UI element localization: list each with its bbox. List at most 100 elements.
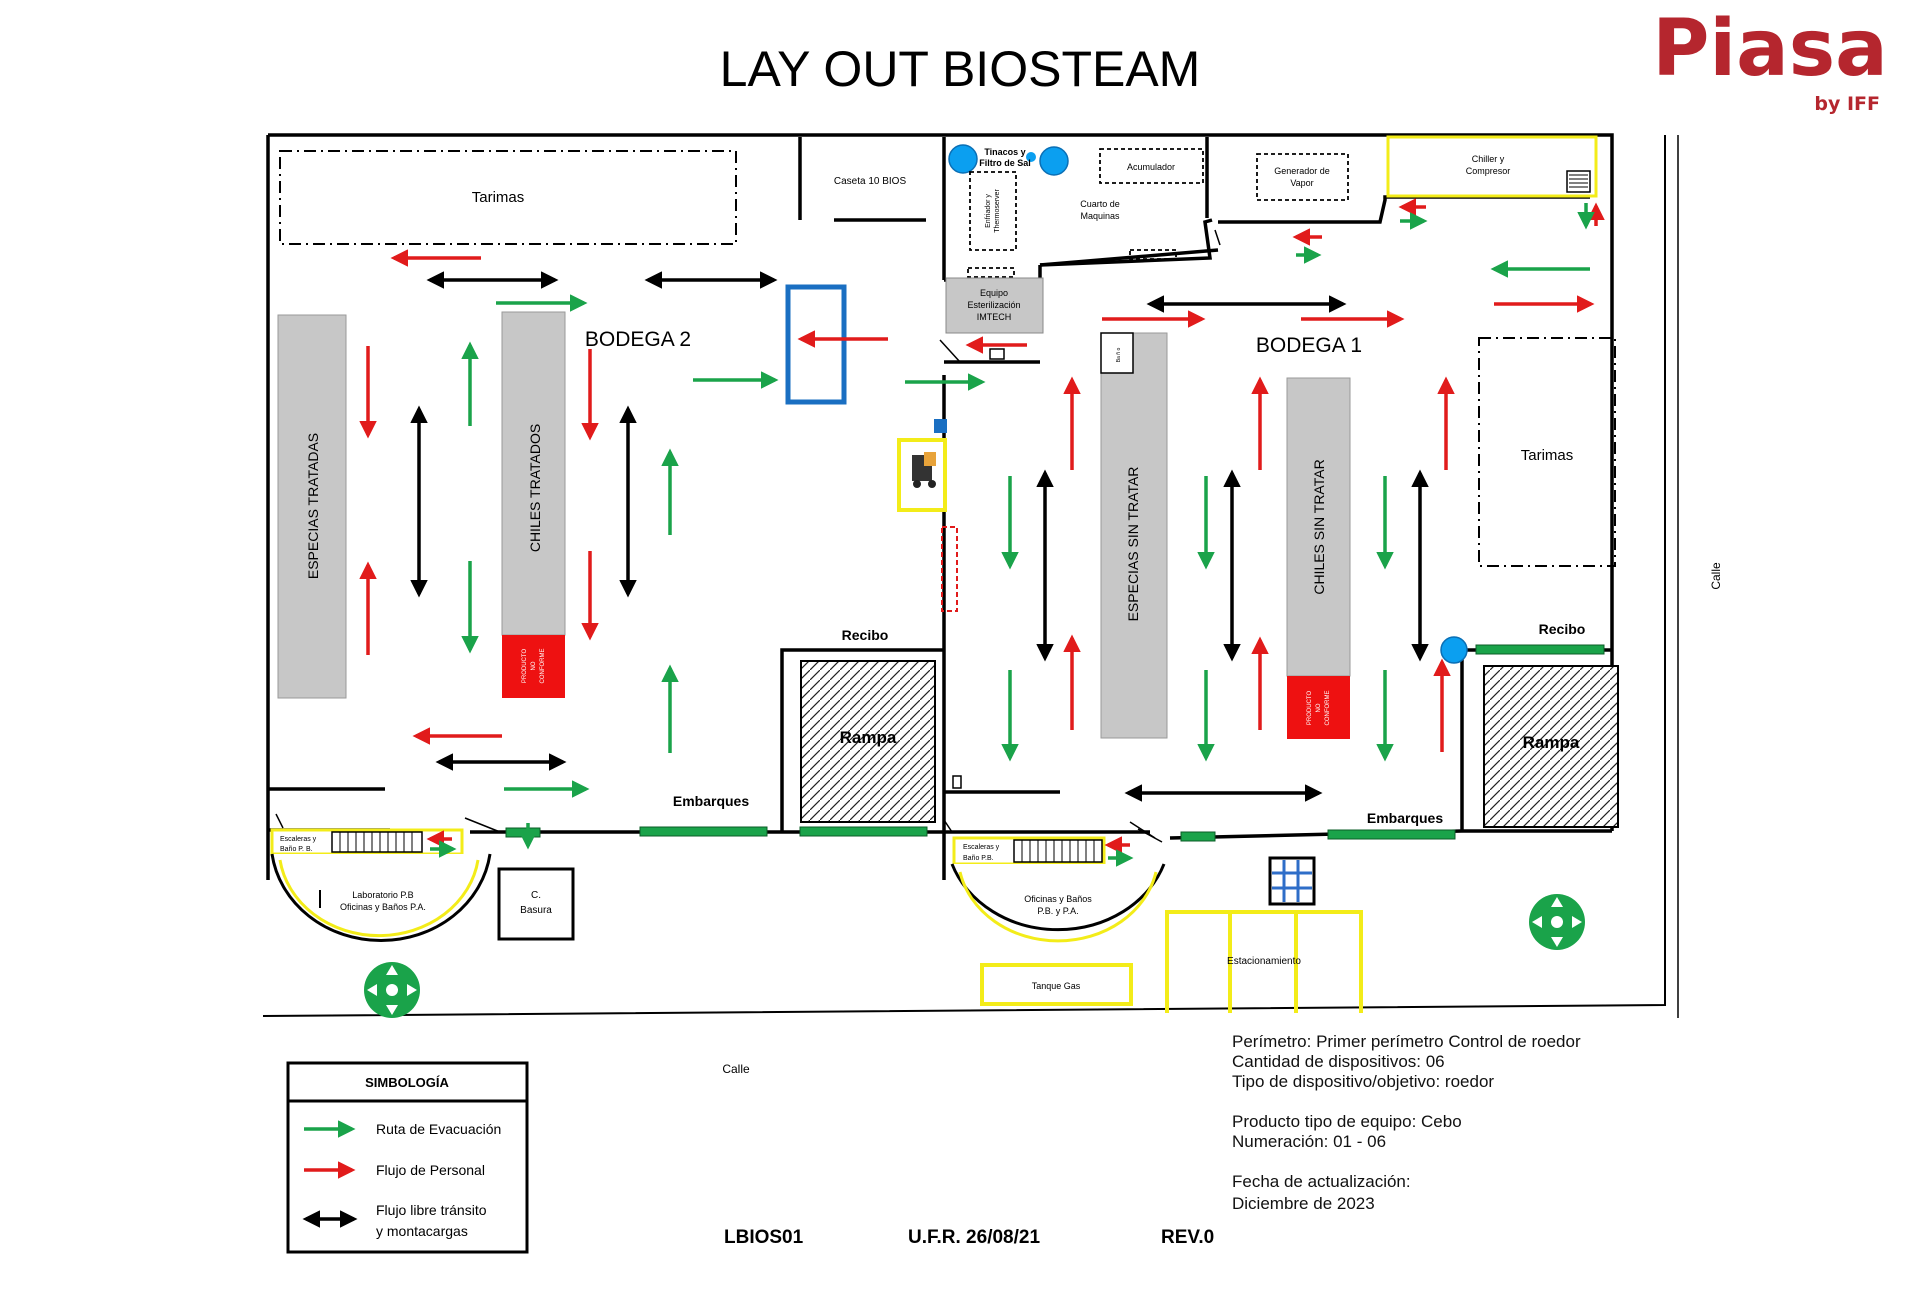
legend: SIMBOLOGÍA Ruta de Evacuación Flujo de P… [286,1061,529,1254]
machine-box-small [1129,249,1177,260]
note-perimetro: Perímetro: Primer perímetro Control de r… [1232,1032,1581,1051]
tanque-label: Tanque Gas [1032,981,1081,991]
note-tipo: Tipo de dispositivo/objetivo: roedor [1232,1072,1495,1091]
pnc-label-3: CONFORME [540,649,546,684]
page-title: LAY OUT BIOSTEAM [719,41,1201,97]
legend-title: SIMBOLOGÍA [365,1075,449,1090]
assembly-point-icon [1529,894,1585,950]
pnc-label-2: NO [531,661,537,670]
basura-label-2: Basura [520,905,552,916]
tinacos-label-2: Filtro de Sal [979,158,1031,168]
legend-label-2: y montacargas [376,1223,468,1239]
personnel-flow-arrows [359,198,1605,854]
estacionamiento-label: Estacionamiento [1227,956,1301,967]
enfriador-label-1: Enfriador y [985,194,992,228]
notes-block: Perímetro: Primer perímetro Control de r… [1232,1032,1652,1214]
note-fecha: Diciembre de 2023 [1232,1194,1375,1213]
pnc-label-2: NO [1316,703,1322,712]
recibo-right-label: Recibo [1539,621,1586,637]
tarimas-right-zone [1478,337,1616,567]
machine-box-small [967,267,1015,278]
embarques-right-label: Embarques [1367,810,1443,826]
acumulador-box [1099,148,1204,184]
bano-label: Ba ñ o [1116,348,1122,363]
especias-tratadas-label: ESPECIAS TRATADAS [305,433,321,579]
logo-subtitle: by IFF [1814,93,1880,115]
bait-station-icon [1039,146,1069,176]
piasa-logo: Piasa by IFF [1652,4,1888,115]
assembly-point-icon [364,962,420,1018]
chiller-label-1: Chiller y [1472,154,1505,164]
chiles-sin-tratar-label: CHILES SIN TRATAR [1311,459,1327,594]
rampa-left [800,660,936,823]
especias-tratadas-rack [277,314,347,699]
chiles-sin-tratar-rack [1286,377,1351,677]
generador-label-2: Vapor [1290,178,1313,188]
note-cantidad: Cantidad de dispositivos: 06 [1232,1052,1445,1071]
escaleras-left-label-2: Baño P. B. [280,846,313,853]
office-block-middle: Escaleras y Baño P.B. Oficinas y Baños P… [950,828,1166,943]
note-fecha-label: Fecha de actualización: [1232,1172,1411,1191]
pnc-label-1: PRODUCTO [522,649,528,684]
evacuation-arrows [430,203,1595,867]
stairs-icon [1566,170,1591,193]
especias-sin-tratar-label: ESPECIAS SIN TRATAR [1125,467,1141,622]
cuarto-label-2: Maquinas [1080,211,1120,221]
free-transit-arrows [410,271,1429,802]
chiles-tratados-rack [501,311,566,636]
laboratorio-label-1: Laboratorio P.B [352,890,413,900]
calle-right-label: Calle [1709,562,1723,590]
equipo-imtech [945,277,1044,334]
estacionamiento-zone [1165,910,1363,1013]
rampa-left-label: Rampa [840,728,897,747]
pnc-label-3: CONFORME [1325,691,1331,726]
red-dashed-zone [941,526,958,612]
rampa-right [1483,665,1619,828]
tanque-gas-box [980,963,1133,1006]
equipo-label-3: IMTECH [977,312,1012,322]
generador-box [1256,153,1349,201]
oficinas-label-2: P.B. y P.A. [1037,906,1078,916]
oficinas-label-1: Oficinas y Baños [1024,894,1092,904]
logo-word: Piasa [1652,4,1888,94]
tarimas-left-label: Tarimas [472,189,525,206]
bait-station-icon [1440,636,1468,664]
bodega1-label: BODEGA 1 [1256,334,1362,357]
cuarto-label-1: Cuarto de [1080,199,1120,209]
machine-room: Tinacos y Filtro de Sal Enfriador y Ther… [945,135,1598,360]
escaleras-right-label-1: Escaleras y [963,844,1000,851]
especias-sin-tratar-rack [1100,332,1168,739]
rampa-right-label: Rampa [1523,733,1580,752]
forklift-icon [912,452,936,488]
tarimas-right-label: Tarimas [1521,447,1574,464]
producto-no-conforme-zone [502,635,565,698]
escaleras-left-label-1: Escaleras y [280,836,317,843]
basura-label-1: C. [531,890,541,901]
equipo-label-1: Equipo [980,288,1008,298]
chiller-box [1386,135,1598,198]
legend-label: Flujo libre tránsito [376,1202,487,1218]
bait-station-icon [1026,152,1036,162]
legend-label: Flujo de Personal [376,1162,485,1178]
ufr-date: U.F.R. 26/08/21 [908,1227,1040,1248]
bait-station-icon [948,144,978,174]
embarques-left-label: Embarques [673,793,749,809]
enfriador-label-2: Thermoserver [994,189,1001,233]
blue-zone [785,284,847,405]
caseta-label: Caseta 10 BIOS [834,176,907,187]
recibo-left-label: Recibo [842,627,889,643]
pnc-label-1: PRODUCTO [1307,691,1313,726]
equipo-label-2: Esterilización [967,300,1020,310]
office-block-left: Escaleras y Baño P. B. Laboratorio P.B O… [270,828,492,942]
laboratorio-label-2: Oficinas y Baños P.A. [340,902,426,912]
legend-item-free-transit: Flujo libre tránsito y montacargas [302,1202,487,1239]
legend-item-personnel: Flujo de Personal [304,1161,485,1179]
chiller-label-2: Compresor [1466,166,1511,176]
revision: REV.0 [1161,1227,1214,1248]
generador-label-1: Generador de [1274,166,1330,176]
bano-box [1100,332,1134,374]
basura-box [497,867,575,941]
note-producto: Producto tipo de equipo: Cebo [1232,1112,1462,1131]
acumulador-label: Acumulador [1127,162,1175,172]
